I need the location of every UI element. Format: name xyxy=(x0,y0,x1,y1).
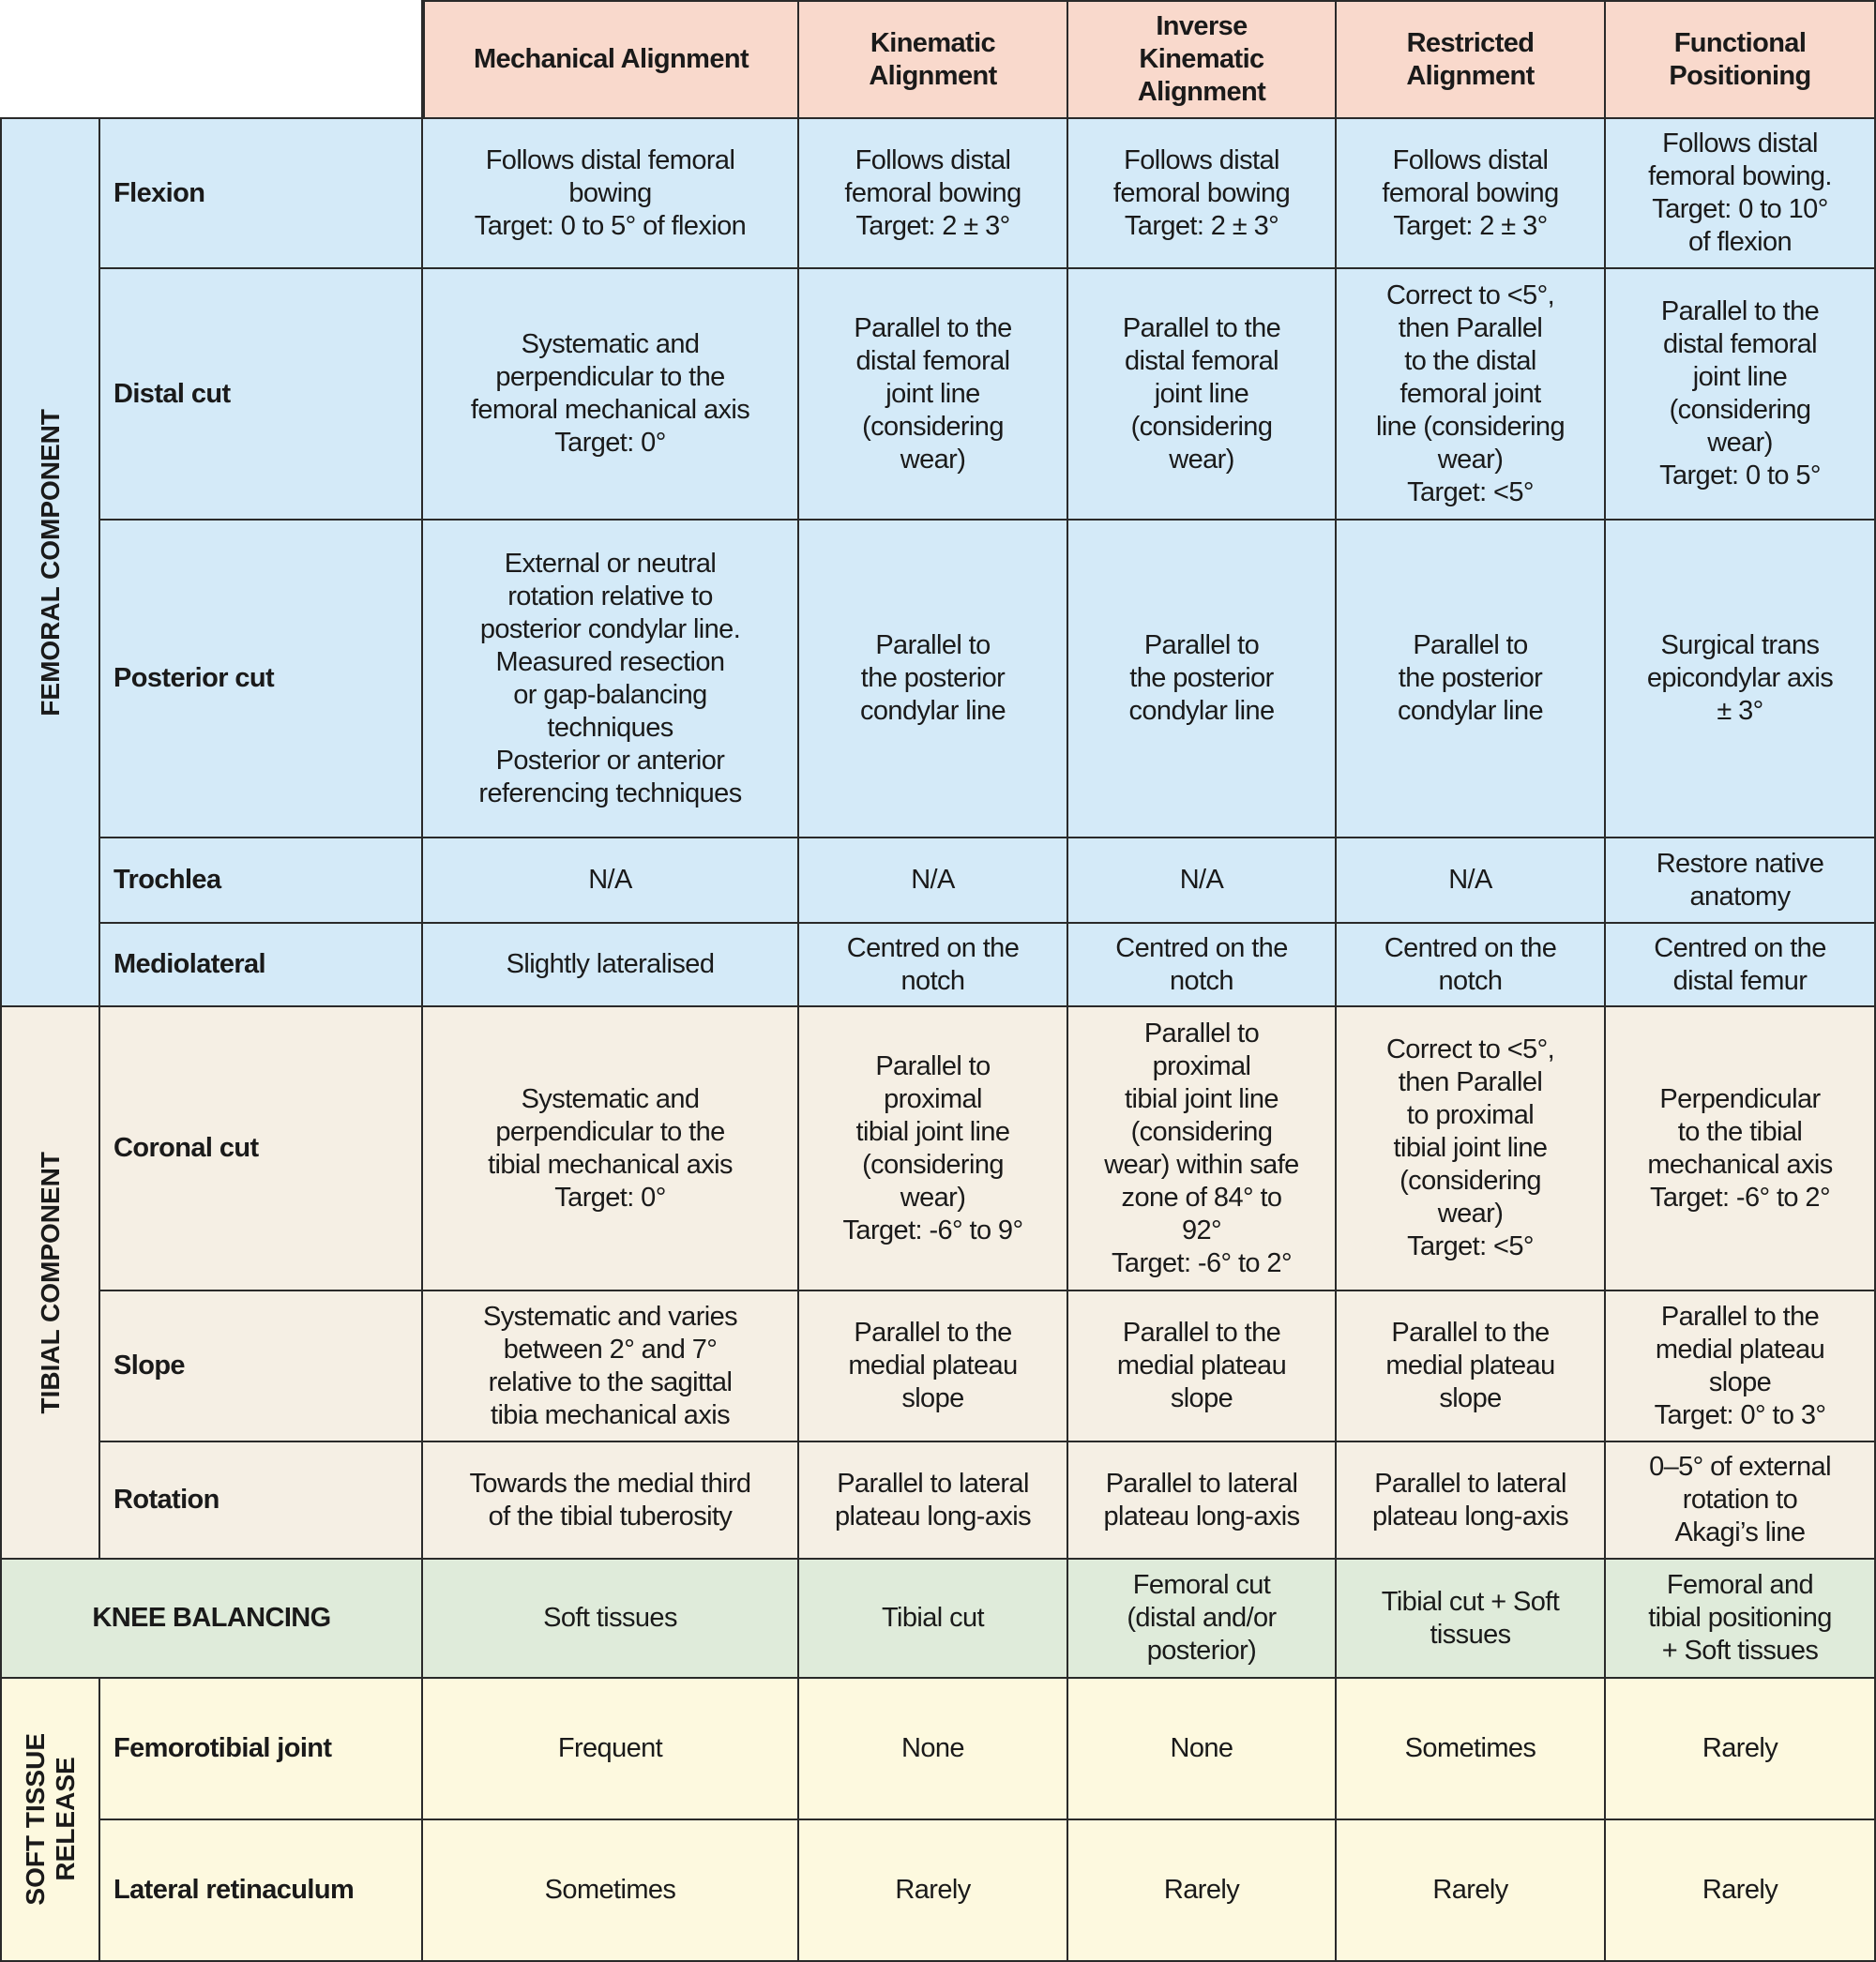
table-cell: Follows distal femoral bowing Target: 2 … xyxy=(1337,119,1606,269)
table-cell: N/A xyxy=(423,838,799,924)
table-cell: Femoral and tibial positioning + Soft ti… xyxy=(1606,1560,1876,1679)
table-cell: Centred on the notch xyxy=(1337,924,1606,1007)
row-label: Flexion xyxy=(100,119,423,269)
table-cell: Slightly lateralised xyxy=(423,924,799,1007)
column-header: Restricted Alignment xyxy=(1337,0,1606,119)
table-cell: Parallel to the distal femoral joint lin… xyxy=(1606,269,1876,521)
table-cell: Follows distal femoral bowing Target: 0 … xyxy=(423,119,799,269)
group-label: TIBIAL COMPONENT xyxy=(0,1007,100,1560)
table-cell: Centred on the notch xyxy=(1068,924,1337,1007)
column-header: Functional Positioning xyxy=(1606,0,1876,119)
group-label: SOFT TISSUE RELEASE xyxy=(0,1679,100,1962)
table-cell: Correct to <5°, then Parallel to the dis… xyxy=(1337,269,1606,521)
table-cell: Parallel to lateral plateau long-axis xyxy=(799,1442,1068,1560)
table-cell: Follows distal femoral bowing Target: 2 … xyxy=(1068,119,1337,269)
table-cell: Parallel to proximal tibial joint line (… xyxy=(799,1007,1068,1291)
table-cell: Systematic and perpendicular to the femo… xyxy=(423,269,799,521)
table-cell: Systematic and perpendicular to the tibi… xyxy=(423,1007,799,1291)
row-label: Femorotibial joint xyxy=(100,1679,423,1820)
table-cell: External or neutral rotation relative to… xyxy=(423,521,799,838)
group-label: FEMORAL COMPONENT xyxy=(0,119,100,1007)
table-cell: None xyxy=(799,1679,1068,1820)
table-cell: Parallel to the medial plateau slope xyxy=(799,1291,1068,1442)
table-cell: N/A xyxy=(1337,838,1606,924)
table-cell: Towards the medial third of the tibial t… xyxy=(423,1442,799,1560)
table-cell: Rarely xyxy=(1606,1820,1876,1962)
corner-blank xyxy=(0,0,423,119)
table-cell: Parallel to the posterior condylar line xyxy=(1337,521,1606,838)
table-cell: Follows distal femoral bowing. Target: 0… xyxy=(1606,119,1876,269)
table-cell: Systematic and varies between 2° and 7° … xyxy=(423,1291,799,1442)
row-label: Distal cut xyxy=(100,269,423,521)
group-label-text: SOFT TISSUE RELEASE xyxy=(20,1733,80,1906)
table-cell: Parallel to lateral plateau long-axis xyxy=(1068,1442,1337,1560)
table-cell: 0–5° of external rotation to Akagi’s lin… xyxy=(1606,1442,1876,1560)
table-cell: Parallel to the posterior condylar line xyxy=(1068,521,1337,838)
table-cell: Parallel to proximal tibial joint line (… xyxy=(1068,1007,1337,1291)
row-label: Trochlea xyxy=(100,838,423,924)
group-label-text: FEMORAL COMPONENT xyxy=(35,408,65,717)
table-cell: N/A xyxy=(799,838,1068,924)
table-cell: Tibial cut + Soft tissues xyxy=(1337,1560,1606,1679)
knee-balancing-label: KNEE BALANCING xyxy=(0,1560,423,1679)
table-cell: Parallel to the medial plateau slope xyxy=(1337,1291,1606,1442)
row-label: Coronal cut xyxy=(100,1007,423,1291)
column-header: Inverse Kinematic Alignment xyxy=(1068,0,1337,119)
table-cell: Rarely xyxy=(1068,1820,1337,1962)
table-cell: Correct to <5°, then Parallel to proxima… xyxy=(1337,1007,1606,1291)
table-cell: Femoral cut (distal and/or posterior) xyxy=(1068,1560,1337,1679)
table-cell: Tibial cut xyxy=(799,1560,1068,1679)
table-cell: Parallel to the distal femoral joint lin… xyxy=(799,269,1068,521)
column-header: Mechanical Alignment xyxy=(423,0,799,119)
table-cell: Parallel to the distal femoral joint lin… xyxy=(1068,269,1337,521)
table-cell: Perpendicular to the tibial mechanical a… xyxy=(1606,1007,1876,1291)
table-cell: Rarely xyxy=(1606,1679,1876,1820)
table-cell: Frequent xyxy=(423,1679,799,1820)
table-cell: N/A xyxy=(1068,838,1337,924)
table-cell: Parallel to the posterior condylar line xyxy=(799,521,1068,838)
table-cell: Soft tissues xyxy=(423,1560,799,1679)
table-cell: Parallel to the medial plateau slope Tar… xyxy=(1606,1291,1876,1442)
table-cell: None xyxy=(1068,1679,1337,1820)
table-cell: Parallel to the medial plateau slope xyxy=(1068,1291,1337,1442)
table-cell: Parallel to lateral plateau long-axis xyxy=(1337,1442,1606,1560)
table-cell: Sometimes xyxy=(423,1820,799,1962)
table-cell: Sometimes xyxy=(1337,1679,1606,1820)
row-label: Lateral retinaculum xyxy=(100,1820,423,1962)
table-cell: Centred on the notch xyxy=(799,924,1068,1007)
table-cell: Centred on the distal femur xyxy=(1606,924,1876,1007)
table-cell: Follows distal femoral bowing Target: 2 … xyxy=(799,119,1068,269)
row-label: Mediolateral xyxy=(100,924,423,1007)
table-cell: Rarely xyxy=(799,1820,1068,1962)
row-label: Posterior cut xyxy=(100,521,423,838)
row-label: Rotation xyxy=(100,1442,423,1560)
table-cell: Surgical trans epicondylar axis ± 3° xyxy=(1606,521,1876,838)
table-cell: Restore native anatomy xyxy=(1606,838,1876,924)
group-label-text: TIBIAL COMPONENT xyxy=(35,1151,65,1414)
row-label: Slope xyxy=(100,1291,423,1442)
column-header: Kinematic Alignment xyxy=(799,0,1068,119)
table-cell: Rarely xyxy=(1337,1820,1606,1962)
